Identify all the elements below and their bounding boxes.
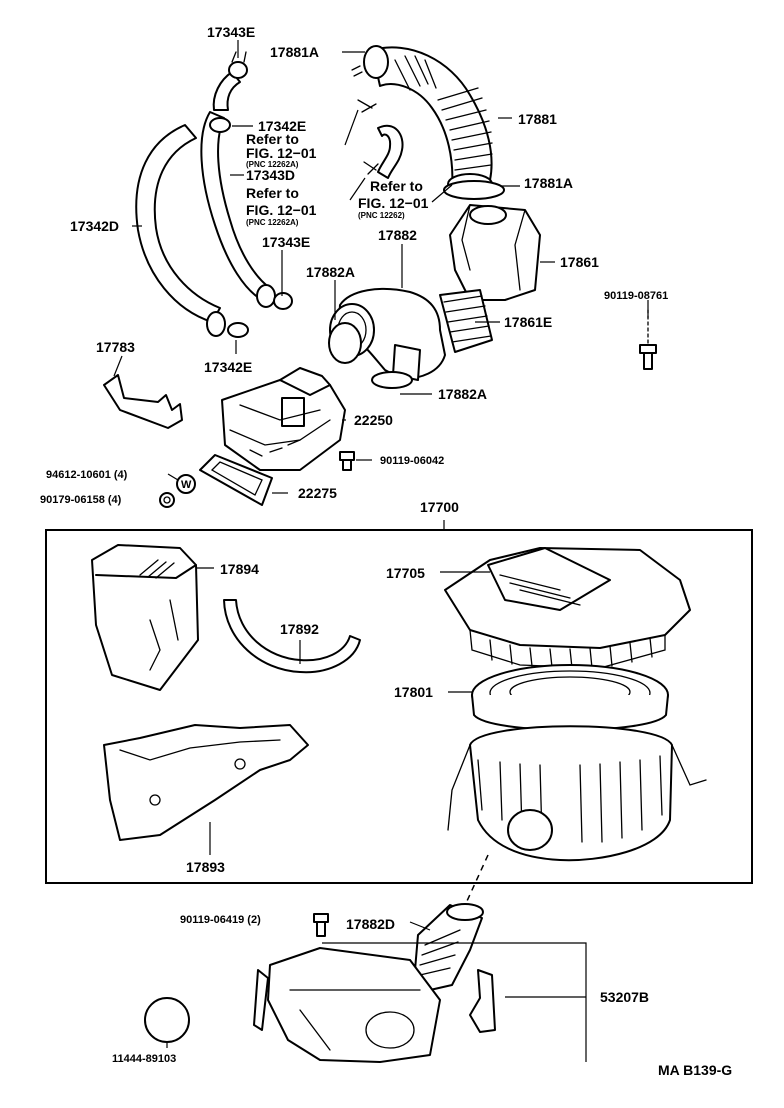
refer2-pnc: (PNC 12262A) (246, 218, 299, 227)
hose-17892 (223, 599, 361, 674)
air-flow-meter-22250 (221, 367, 346, 471)
hose-17861e (439, 289, 493, 353)
small-hose-refer (357, 99, 404, 179)
cover-17705 (444, 547, 691, 669)
label-17342e-bot: 17342E (204, 359, 252, 375)
label-17882d: 17882D (346, 916, 395, 932)
washer-letter: W (181, 479, 192, 491)
refer1-line2: FIG. 12−01 (246, 145, 317, 161)
filter-element-17801 (471, 664, 669, 731)
label-17705: 17705 (386, 565, 425, 581)
label-17342d: 17342D (70, 218, 119, 234)
label-17882: 17882 (378, 227, 417, 243)
hose-17342d (135, 124, 226, 337)
cap-11444-89103 (144, 997, 190, 1043)
clamp-17342e-top (209, 117, 231, 133)
bolt-90119-08761 (639, 309, 657, 370)
footer-code: MA B139-G (658, 1062, 732, 1078)
assembly-17700-frame (45, 529, 753, 884)
resonator-17894 (91, 544, 199, 691)
refer3-pnc: (PNC 12262) (358, 211, 405, 220)
air-duct-17861 (449, 204, 541, 301)
bolt-90119-06042 (339, 451, 355, 471)
label-90119-08761: 90119-08761 (604, 290, 668, 302)
label-22275: 22275 (298, 485, 337, 501)
label-17783: 17783 (96, 339, 135, 355)
clamp-17342e-bot (227, 322, 249, 338)
label-90119-06042: 90119-06042 (380, 455, 444, 467)
clamp-17882a-top (328, 322, 362, 364)
label-94612-10601: 94612-10601 (4) (46, 469, 128, 481)
gasket-22275 (199, 454, 273, 506)
label-17893: 17893 (186, 859, 225, 875)
label-53207b: 53207B (600, 989, 649, 1005)
label-17861e: 17861E (504, 314, 552, 330)
clamp-17881a-mid (443, 180, 505, 200)
label-17343e-top: 17343E (207, 24, 255, 40)
bolt-90119-06419 (313, 913, 329, 937)
label-17882a-bot: 17882A (438, 386, 487, 402)
label-17343d: 17343D (246, 167, 295, 183)
label-17892: 17892 (280, 621, 319, 637)
bracket-17783 (103, 374, 183, 429)
label-17894: 17894 (220, 561, 259, 577)
hose-17882d (414, 903, 484, 991)
clamp-17343e-top (228, 51, 248, 79)
label-17801: 17801 (394, 684, 433, 700)
label-17342e-top: 17342E (258, 118, 306, 134)
bracket-53207b (253, 947, 496, 1063)
refer3-line1: Refer to (370, 178, 423, 194)
air-cleaner-case (447, 725, 707, 862)
label-17861: 17861 (560, 254, 599, 270)
label-90119-06419: 90119-06419 (2) (180, 914, 261, 926)
label-11444-89103: 11444-89103 (112, 1053, 176, 1065)
refer2-line1: Refer to (246, 185, 299, 201)
refer1-line1: Refer to (246, 131, 299, 147)
bracket-17893 (103, 724, 309, 841)
label-17343e-mid: 17343E (262, 234, 310, 250)
washer-94612-10601 (176, 474, 196, 494)
label-17700: 17700 (420, 499, 459, 515)
label-90179-06158: 90179-06158 (4) (40, 494, 122, 506)
clamp-17882a-bot (371, 371, 413, 389)
label-17882a-top: 17882A (306, 264, 355, 280)
part-labels: 17343E 17881A 17342E Refer to FIG. 12−01… (40, 24, 732, 1078)
leader-lines (113, 40, 649, 1048)
label-17881a-top: 17881A (270, 44, 319, 60)
hose-17342e (200, 71, 276, 308)
nut-90179-06158 (159, 492, 175, 508)
refer1-pnc: (PNC 12262A) (246, 160, 299, 169)
refer3-line2: FIG. 12−01 (358, 195, 429, 211)
label-17881a-mid: 17881A (524, 175, 573, 191)
bracket-53207b-leader (322, 942, 587, 1062)
label-22250: 22250 (354, 412, 393, 428)
label-17881: 17881 (518, 111, 557, 127)
clamp-17881a-top (351, 45, 389, 79)
refer2-line2: FIG. 12−01 (246, 202, 317, 218)
clamp-17343e-mid (273, 292, 293, 310)
